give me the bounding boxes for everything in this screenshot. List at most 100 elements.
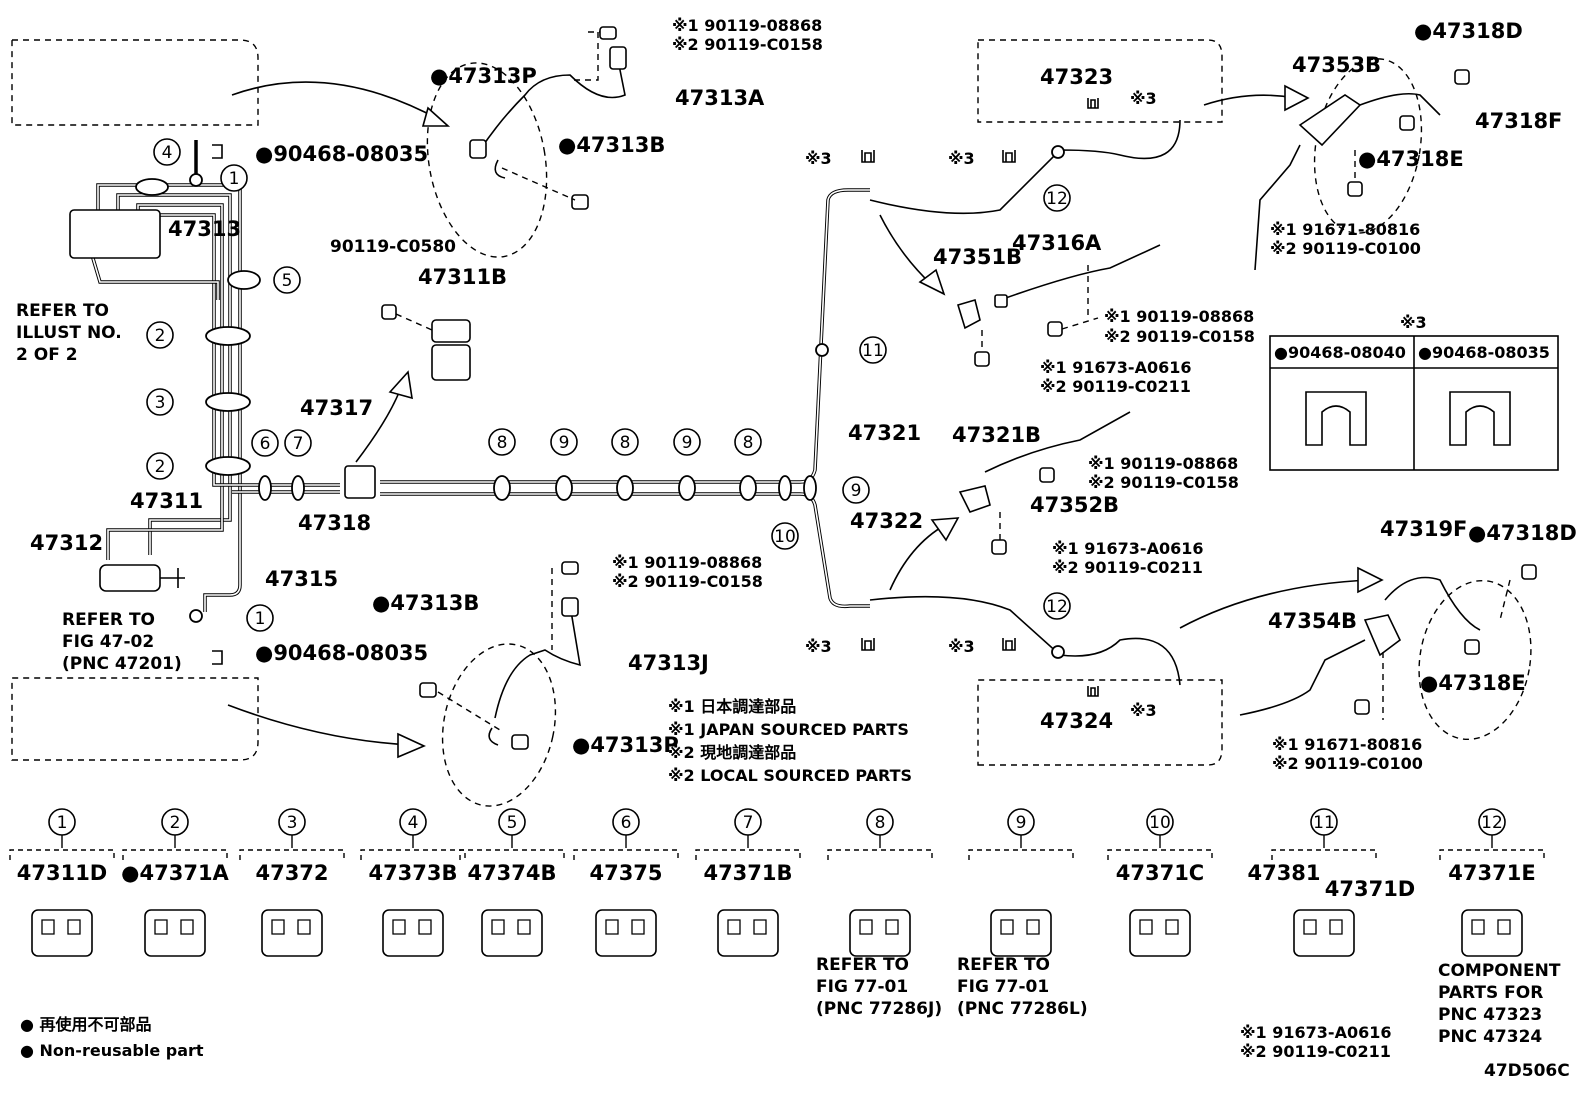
svg-text:6: 6	[260, 434, 271, 454]
label-47311: 47311	[130, 489, 203, 513]
legend-sourcing-2: ※1 JAPAN SOURCED PARTS	[668, 720, 909, 739]
label-47311B: 47311B	[418, 265, 507, 289]
label-47313J: 47313J	[628, 651, 709, 675]
svg-text:5: 5	[507, 813, 518, 833]
svg-text:8: 8	[875, 813, 886, 833]
component-label-12: 47371E	[1448, 861, 1535, 885]
mark3-c: ※3	[948, 149, 975, 168]
component-note-9: FIG 77-01	[957, 977, 1049, 997]
note-47381-2: ※2 90119-C0211	[1240, 1042, 1391, 1061]
label-47315: 47315	[265, 567, 338, 591]
component-note-9: REFER TO	[957, 955, 1050, 975]
callout-12: 12	[1043, 592, 1071, 620]
note-47381-1: ※1 91673-A0616	[1240, 1023, 1391, 1042]
callout-2: 2	[146, 452, 174, 480]
component-note-8: FIG 77-01	[816, 977, 908, 997]
callout-3: 3	[146, 388, 174, 416]
label-47323: 47323	[1040, 65, 1113, 89]
svg-text:6: 6	[621, 813, 632, 833]
note-47321B-1: ※1 90119-08868	[1088, 454, 1238, 473]
svg-text:9: 9	[851, 481, 862, 501]
component-label-4: 47373B	[368, 861, 457, 885]
component-label-11: 47381	[1247, 861, 1320, 885]
component-label-2: ●47371A	[121, 861, 229, 885]
component-note-12: PNC 47324	[1438, 1027, 1542, 1047]
callout-8: 8	[488, 428, 516, 456]
component-note-12: COMPONENT	[1438, 961, 1561, 981]
label-47321: 47321	[848, 421, 921, 445]
mark3-d: ※3	[805, 637, 832, 656]
label-47313: 47313	[168, 217, 241, 241]
legend-sourcing-3: ※2 現地調達部品	[668, 743, 796, 762]
component-label-5: 47374B	[467, 861, 556, 885]
refer-illust-2: ILLUST NO.	[16, 323, 122, 343]
label-47322: 47322	[850, 509, 923, 533]
svg-text:11: 11	[1313, 813, 1335, 833]
callout-6: 6	[251, 429, 279, 457]
clip-table-title: ※3	[1400, 313, 1427, 332]
note-top-center-1: ※1 90119-08868	[672, 16, 822, 35]
component-note-8: (PNC 77286J)	[816, 999, 942, 1019]
label-47353B: 47353B	[1292, 53, 1381, 77]
label-47354B: 47354B	[1268, 609, 1357, 633]
refer-illust-3: 2 OF 2	[16, 345, 78, 365]
label-47318E-bot: ●47318E	[1420, 671, 1526, 695]
svg-text:7: 7	[743, 813, 754, 833]
component-note-12: PNC 47323	[1438, 1005, 1542, 1025]
callout-5: 5	[273, 266, 301, 294]
label-90119-C0580: 90119-C0580	[330, 237, 456, 257]
svg-text:4: 4	[408, 813, 419, 833]
label-47313P-top: ●47313P	[430, 64, 537, 88]
callout-8: 8	[734, 428, 762, 456]
mark3-a: ※3	[1130, 89, 1157, 108]
mark3-f: ※3	[1130, 701, 1157, 720]
component-strip: 147311D2●47371A347372447373B547374B64737…	[9, 808, 1561, 1047]
label-90468-top: ●90468-08035	[255, 142, 428, 166]
legend-reuse-jp: ● 再使用不可部品	[20, 1015, 152, 1034]
clip-glyphs	[212, 98, 1099, 697]
svg-text:4: 4	[162, 143, 173, 163]
component-label-7: 47371B	[703, 861, 792, 885]
callout-4: 4	[153, 138, 181, 166]
label-47313A: 47313A	[675, 86, 765, 110]
callout-1: 1	[220, 164, 248, 192]
svg-text:7: 7	[293, 434, 304, 454]
component-note-12: PARTS FOR	[1438, 983, 1543, 1003]
label-90468-bot: ●90468-08035	[255, 641, 428, 665]
reuse-legend: ● 再使用不可部品 ● Non-reusable part	[20, 1015, 204, 1060]
component-label-3: 47372	[255, 861, 328, 885]
figure-code: 47D506C	[1484, 1061, 1570, 1081]
svg-text:9: 9	[682, 433, 693, 453]
callout-9: 9	[673, 428, 701, 456]
callout-2: 2	[146, 321, 174, 349]
note-47351B-1: ※1 91673-A0616	[1040, 358, 1191, 377]
legend-sourcing-4: ※2 LOCAL SOURCED PARTS	[668, 766, 912, 785]
clip-table-col-2: ●90468-08035	[1418, 343, 1550, 362]
label-47318D-top: ●47318D	[1414, 19, 1523, 43]
component-label-6: 47375	[589, 861, 662, 885]
legend-reuse-en: ● Non-reusable part	[20, 1041, 204, 1060]
label-47324: 47324	[1040, 709, 1113, 733]
mark3-e: ※3	[948, 637, 975, 656]
label-47318D-bot: ●47318D	[1468, 521, 1577, 545]
label-47316A: 47316A	[1012, 231, 1102, 255]
fitting-parts	[381, 26, 1537, 750]
clip-table-col-1: ●90468-08040	[1274, 343, 1406, 362]
label-47319F: 47319F	[1380, 517, 1467, 541]
label-47313B-top: ●47313B	[558, 133, 665, 157]
note-top-center-2: ※2 90119-C0158	[672, 35, 823, 54]
callout-7: 7	[284, 429, 312, 457]
note-bot-center-1: ※1 90119-08868	[612, 553, 762, 572]
label-47318F: 47318F	[1475, 109, 1562, 133]
svg-text:8: 8	[620, 433, 631, 453]
callout-8: 8	[611, 428, 639, 456]
note-bot-right-2: ※2 90119-C0100	[1272, 754, 1423, 773]
label-47352B: 47352B	[1030, 493, 1119, 517]
direction-arrows	[227, 81, 1384, 759]
component-5: 5 47374B	[459, 808, 565, 957]
